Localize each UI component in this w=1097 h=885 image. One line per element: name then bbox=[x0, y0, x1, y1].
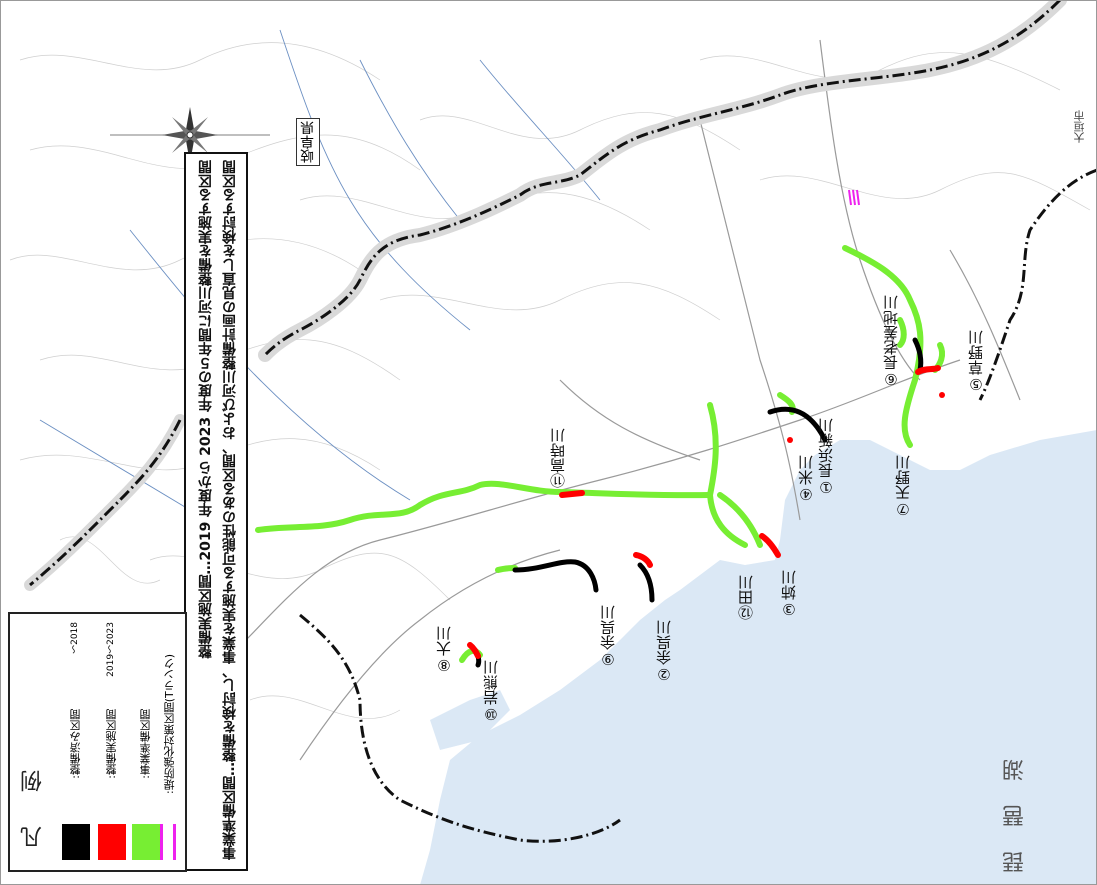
implementing-point-yonekawa bbox=[787, 437, 793, 443]
legend-years-completed: ～2018 bbox=[70, 622, 80, 654]
city-label: 大垣市 bbox=[1073, 110, 1086, 143]
legend-title: 凡 例 bbox=[21, 764, 46, 848]
river-label-4: ④米川 bbox=[797, 455, 815, 503]
river-label-12: ⑫田川 bbox=[737, 575, 755, 620]
prefecture-label: 岐阜県 bbox=[296, 118, 320, 166]
river-label-1: ①長浜新川 bbox=[817, 418, 835, 496]
note-preparation: 事業準備区間…整備を検討し、事業を実施する可能性のある区間、および河川整備計画の… bbox=[222, 160, 238, 860]
legend-label-levee: :堤防強化対策区間(Tランク) bbox=[163, 654, 176, 795]
river-label-11: ⑪高時川 bbox=[549, 428, 567, 488]
river-label-2: ②余呉川 bbox=[655, 620, 673, 683]
note-implementing: 整備実施区間…2019 年度から 2023 年度の５年間に河川整備を実施する区間 bbox=[198, 160, 214, 659]
river-label-7: ⑦天野川 bbox=[894, 455, 912, 518]
legend-years-implementing: 2019～2023 bbox=[106, 622, 116, 677]
river-label-9: ⑨余呉川 bbox=[599, 605, 617, 668]
legend-swatch-levee bbox=[160, 824, 176, 860]
east-boundary bbox=[978, 168, 1097, 401]
river-label-3: ③姉川 bbox=[780, 570, 798, 618]
implementing-point-tenno bbox=[939, 392, 945, 398]
legend: 凡 例 :整備済み区間 ～2018 :整備実施区間 2019～2023 :事業準… bbox=[8, 612, 187, 872]
streams bbox=[39, 29, 601, 511]
lake-label: 琵琶湖 bbox=[1003, 735, 1028, 873]
notes-box: 整備実施区間…2019 年度から 2023 年度の５年間に河川整備を実施する区間… bbox=[184, 152, 248, 871]
implementing-sections bbox=[467, 365, 941, 659]
lake-cove bbox=[430, 690, 510, 750]
south-boundary bbox=[299, 613, 621, 843]
levee-sections bbox=[848, 189, 860, 206]
west-boundary bbox=[29, 419, 182, 587]
river-label-8: ⑧大川 bbox=[435, 626, 453, 674]
legend-label-completed: :整備済み区間 bbox=[69, 709, 82, 779]
prefecture-boundary bbox=[263, 0, 1062, 357]
preparation-sections bbox=[255, 245, 946, 663]
legend-swatch-preparation bbox=[132, 824, 160, 860]
lake-biwa bbox=[420, 430, 1097, 885]
river-label-5: ⑤草野川 bbox=[967, 330, 985, 393]
legend-swatch-completed bbox=[62, 824, 90, 860]
river-label-6: ⑥長老差地川 bbox=[882, 295, 900, 388]
legend-label-preparation: :事業準備区間 bbox=[139, 709, 152, 779]
river-label-10: ⑩岩熊川 bbox=[482, 660, 500, 723]
compass-icon bbox=[110, 107, 270, 163]
legend-swatch-implementing bbox=[98, 824, 126, 860]
legend-label-implementing: :整備実施区間 bbox=[105, 709, 118, 779]
